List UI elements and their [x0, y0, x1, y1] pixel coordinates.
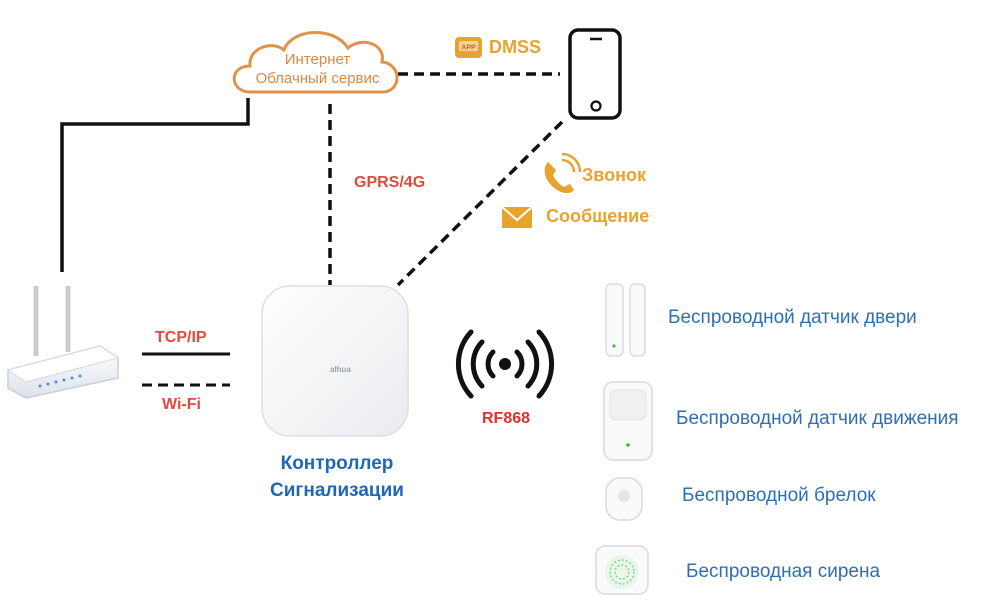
device-label-door: Беспроводной датчик двери	[668, 307, 917, 328]
svg-text:alhua: alhua	[330, 365, 351, 374]
controller-line2: Сигнализации	[270, 480, 404, 501]
device-label-motion: Беспроводной датчик движения	[676, 408, 959, 429]
siren-icon	[595, 545, 649, 595]
router-cloud-wired-line	[60, 98, 250, 272]
gprs-label: GPRS/4G	[354, 174, 426, 191]
device-label-keyfob: Беспроводной брелок	[682, 485, 876, 506]
tcp-ip-label: TCP/IP	[155, 329, 207, 346]
dmss-label: DMSS	[489, 37, 542, 57]
cloud-icon	[232, 31, 399, 94]
router-icon	[6, 286, 120, 399]
controller-label: Контроллер Сигнализации	[262, 450, 412, 504]
phone-call-icon	[544, 152, 582, 194]
envelope-icon	[501, 206, 533, 228]
call-label: Звонок	[582, 165, 646, 185]
controller-line1: Контроллер	[280, 453, 394, 474]
smartphone-icon	[568, 28, 622, 120]
message-label: Сообщение	[546, 206, 650, 226]
svg-text:APP: APP	[461, 45, 476, 52]
rf-label: RF868	[482, 410, 531, 427]
rf-wireless-icon	[456, 329, 554, 399]
door-sensor-icon	[605, 283, 646, 357]
keyfob-icon	[605, 477, 643, 521]
alarm-controller-icon: alhua	[261, 285, 409, 437]
wifi-label: Wi-Fi	[162, 396, 201, 413]
device-label-siren: Беспроводная сирена	[686, 561, 881, 582]
cloud-label: Интернет Облачный сервис	[255, 50, 380, 88]
phone-controller-dashed-line	[396, 120, 564, 287]
motion-sensor-icon	[603, 381, 653, 461]
cloud-line1: Интернет	[284, 51, 351, 68]
app-icon: APP	[455, 37, 482, 58]
cloud-line2: Облачный сервис	[255, 70, 380, 87]
